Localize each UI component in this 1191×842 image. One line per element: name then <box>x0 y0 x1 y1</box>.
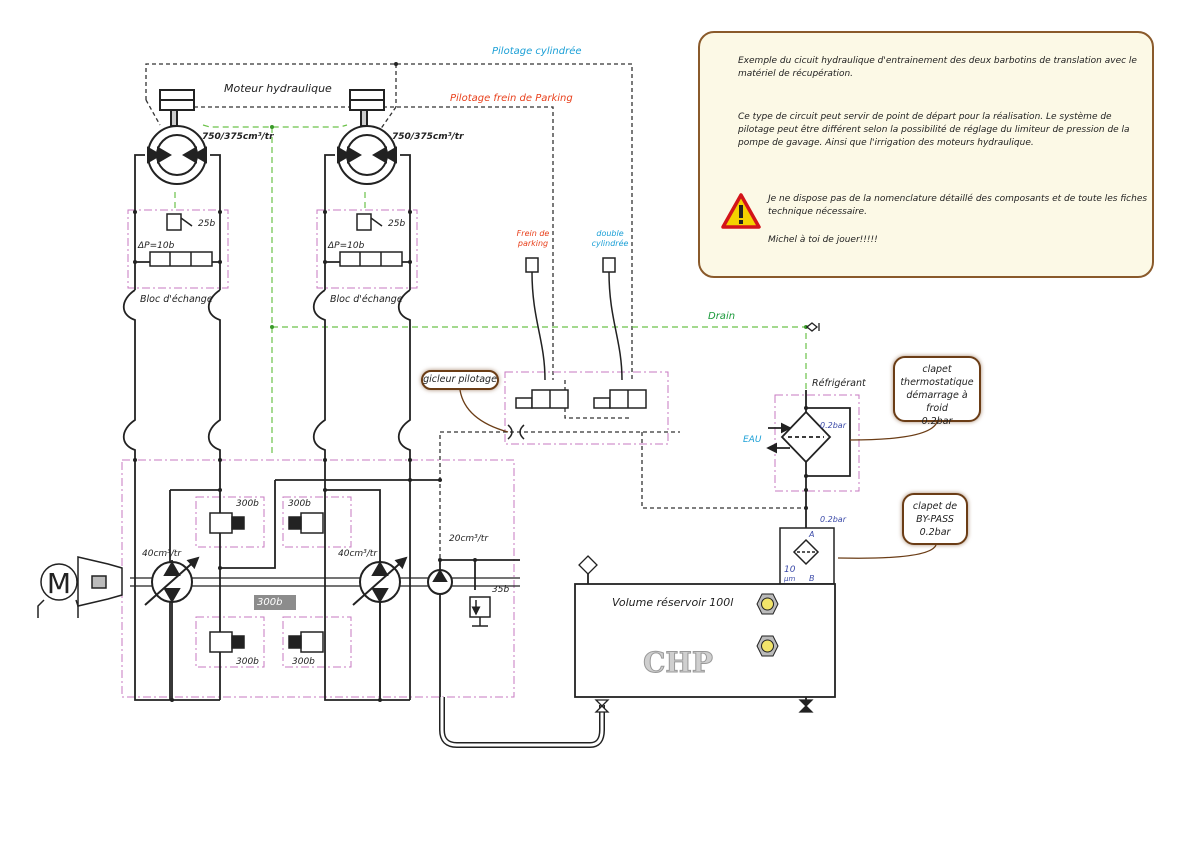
hydraulic-motor-right <box>337 89 397 185</box>
label-pilotage-frein: Pilotage frein de Parking <box>450 93 573 104</box>
variable-pump-left <box>144 556 200 606</box>
callout-gicleur-pilotage: gicleur pilotage <box>421 370 499 390</box>
label-relief-right: 25b <box>388 219 405 229</box>
charge-relief-valve <box>469 596 491 627</box>
label-reservoir: Volume réservoir 100l <box>612 596 733 609</box>
label-filter-pressure: 0.2bar <box>820 515 847 524</box>
sight-glass-upper <box>756 593 779 615</box>
label-pump-left-displacement: 40cm³/tr <box>142 549 182 559</box>
electric-motor <box>37 556 123 618</box>
callout-thermo-line-1: clapet <box>922 364 952 375</box>
label-filter-port-a: A <box>808 530 814 539</box>
pilot-actuators <box>525 257 623 381</box>
variable-pump-right <box>352 556 408 606</box>
suction-hose <box>439 697 605 748</box>
label-moteur-hydraulique: Moteur hydraulique <box>224 82 332 95</box>
chp-logo: CHP <box>643 646 713 679</box>
label-refrigerant: Réfrigérant <box>812 378 867 389</box>
warning-triangle-icon <box>721 193 761 229</box>
relief-valves-300b <box>209 512 324 653</box>
note-paragraph-2: Ce type de circuit peut servir de point … <box>738 112 1130 148</box>
label-filter-mesh-value: 10 <box>784 565 796 575</box>
note-warning-text: Je ne dispose pas de la nomenclature dét… <box>768 194 1148 217</box>
label-double-cyl-2: cylindrée <box>592 238 629 248</box>
hydraulic-motor-left <box>147 89 207 185</box>
callout-clapet-bypass: clapet de BY-PASS 0.2bar <box>902 493 968 545</box>
label-bloc-left: Bloc d'échange <box>140 294 213 305</box>
label-dp-left: ΔP=10b <box>137 241 175 251</box>
label-relief-tr: 300b <box>288 499 311 509</box>
callout-thermo-line-2: thermostatique <box>900 377 974 388</box>
info-note: Exemple du cicuit hydraulique d'entraine… <box>698 31 1154 278</box>
label-relief-bl: 300b <box>236 657 259 667</box>
label-relief-tl: 300b <box>236 499 259 509</box>
callout-thermo-line-4: 0.2bar <box>921 416 953 427</box>
drain-valves <box>594 699 814 713</box>
label-charge-pump-displacement: 20cm³/tr <box>449 534 489 544</box>
motor-letter: M <box>47 567 71 600</box>
label-motor-right-displacement: 750/375cm³/tr <box>392 132 464 142</box>
label-bloc-right: Bloc d'échange <box>330 294 403 305</box>
callout-bypass-line-3: 0.2bar <box>919 527 951 538</box>
label-relief-left: 25b <box>198 219 215 229</box>
callout-clapet-thermostatique: clapet thermostatique démarrage à froid … <box>893 356 981 427</box>
reservoir <box>574 555 836 698</box>
callout-bypass-line-2: BY-PASS <box>916 514 954 525</box>
label-frein-parking-1: Frein de <box>517 229 550 238</box>
cooler <box>766 410 832 464</box>
note-paragraph-1: Exemple du cicuit hydraulique d'entraine… <box>738 56 1137 79</box>
exchange-valve-right <box>339 213 403 267</box>
junction-dots <box>133 210 808 702</box>
callout-bypass-line-1: clapet de <box>912 501 958 512</box>
label-relief-br: 300b <box>292 657 315 667</box>
label-pump-right-displacement: 40cm³/tr <box>338 549 378 559</box>
label-dp-right: ΔP=10b <box>327 241 365 251</box>
label-cooler-pressure: 0.2bar <box>820 421 847 430</box>
label-motor-left-displacement: 750/375cm³/tr <box>202 132 274 142</box>
return-filter <box>779 527 835 585</box>
drive-shaft <box>130 577 520 587</box>
label-filter-mesh-unit: µm <box>783 575 795 583</box>
note-closing: Michel à toi de jouer!!!!! <box>768 235 878 245</box>
drain-tank-symbol <box>805 322 820 332</box>
label-charge-relief: 35b <box>492 585 509 595</box>
pilot-solenoid-valves <box>515 389 647 409</box>
label-filter-port-b: B <box>809 574 815 583</box>
charge-pump <box>427 569 453 595</box>
exchange-valve-left <box>149 213 213 267</box>
sight-glass-lower <box>756 635 779 657</box>
pilot-lines <box>145 63 806 572</box>
orifice-gicleur <box>507 424 525 440</box>
label-frein-parking-2: parking <box>517 239 548 248</box>
label-eau: EAU <box>743 435 762 445</box>
label-double-cyl-1: double <box>596 229 623 238</box>
callout-leaders <box>459 389 938 559</box>
label-drain: Drain <box>708 311 735 322</box>
tag-300b: 300b <box>254 595 296 610</box>
callout-thermo-line-3: démarrage à froid <box>906 390 968 414</box>
label-pilotage-cylindree: Pilotage cylindrée <box>492 45 582 57</box>
